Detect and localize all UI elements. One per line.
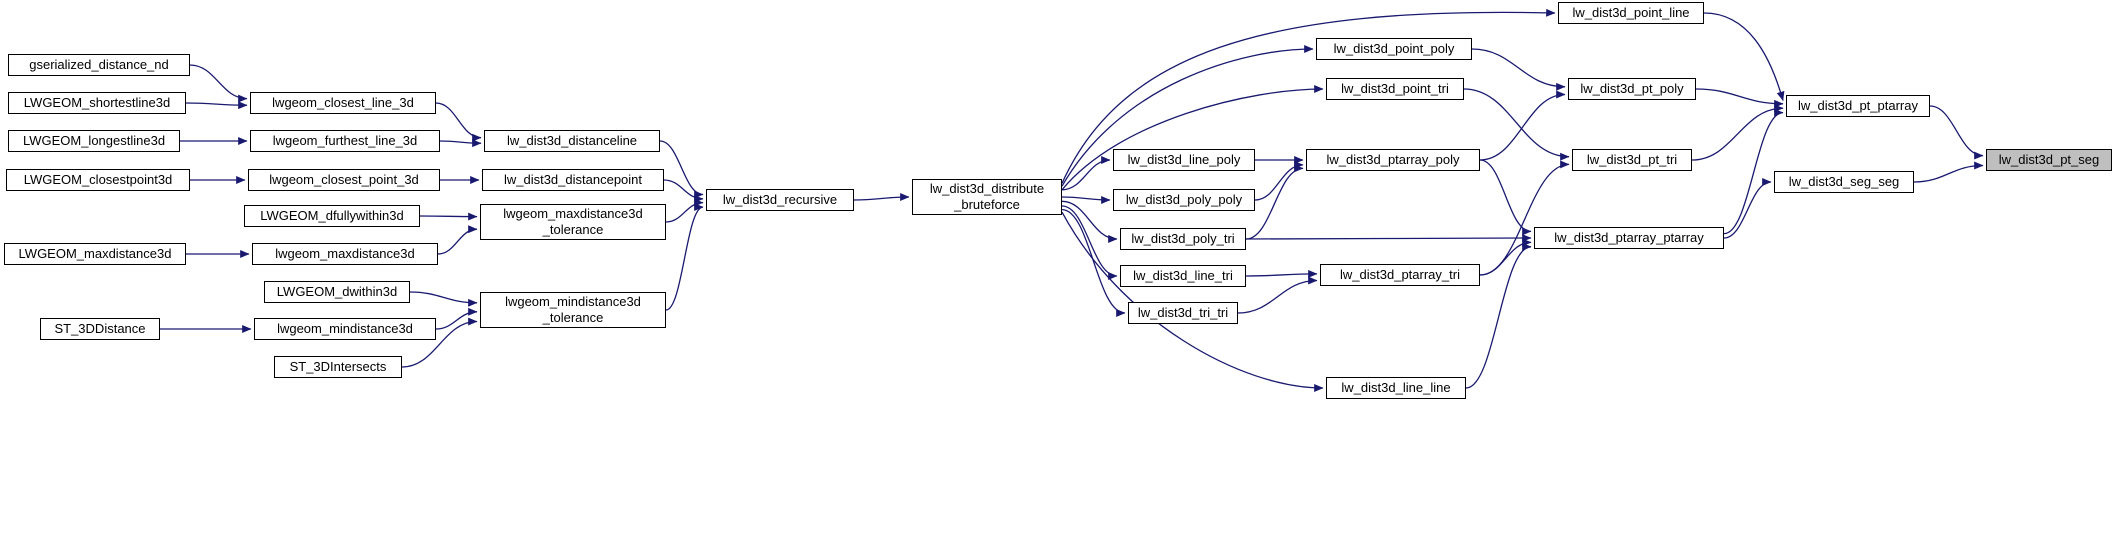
graph-node-LWGEOM_maxdistance3d[interactable]: LWGEOM_maxdistance3d <box>4 243 186 265</box>
edge-lwgeom_mindistance3d_tolerance-to-lw_dist3d_recursive <box>665 203 704 311</box>
edge-lw_dist3d_distanceline-to-lw_dist3d_recursive <box>659 140 704 199</box>
edge-lw_dist3d_distribute_bruteforce-to-lw_dist3d_line_line <box>1061 211 1324 392</box>
edge-lw_dist3d_poly_tri-to-lw_dist3d_ptarray_ptarray <box>1245 234 1532 242</box>
graph-node-LWGEOM_dwithin3d[interactable]: LWGEOM_dwithin3d <box>264 281 410 303</box>
edge-lw_dist3d_distribute_bruteforce-to-lw_dist3d_point_tri <box>1061 85 1324 191</box>
edge-lw_dist3d_ptarray_poly-to-lw_dist3d_pt_poly <box>1479 90 1566 161</box>
edge-lw_dist3d_pt_ptarray-to-lw_dist3d_pt_seg <box>1929 105 1984 160</box>
graph-node-lw_dist3d_tri_tri[interactable]: lw_dist3d_tri_tri <box>1128 302 1238 324</box>
graph-node-lw_dist3d_seg_seg[interactable]: lw_dist3d_seg_seg <box>1774 171 1914 193</box>
edge-lw_dist3d_recursive-to-lw_dist3d_distribute_bruteforce <box>853 193 910 201</box>
graph-node-ST_3DDistance[interactable]: ST_3DDistance <box>40 318 160 340</box>
graph-node-lwgeom_mindistance3d[interactable]: lwgeom_mindistance3d <box>254 318 436 340</box>
graph-node-LWGEOM_closestpoint3d[interactable]: LWGEOM_closestpoint3d <box>6 169 190 191</box>
edge-lw_dist3d_distribute_bruteforce-to-lw_dist3d_poly_poly <box>1061 196 1111 204</box>
graph-node-lw_dist3d_pt_ptarray[interactable]: lw_dist3d_pt_ptarray <box>1786 95 1930 117</box>
edge-lw_dist3d_distribute_bruteforce-to-lw_dist3d_poly_tri <box>1061 200 1118 243</box>
graph-node-lw_dist3d_line_line[interactable]: lw_dist3d_line_line <box>1326 377 1466 399</box>
graph-node-gserialized_distance_nd[interactable]: gserialized_distance_nd <box>8 54 190 76</box>
edge-lw_dist3d_point_poly-to-lw_dist3d_pt_poly <box>1471 48 1566 91</box>
edge-lw_dist3d_distribute_bruteforce-to-lw_dist3d_point_poly <box>1061 45 1314 187</box>
edge-lw_dist3d_pt_tri-to-lw_dist3d_pt_ptarray <box>1691 104 1784 161</box>
graph-node-lw_dist3d_distribute_bruteforce[interactable]: lw_dist3d_distribute _bruteforce <box>912 179 1062 215</box>
edge-lwgeom_maxdistance3d-to-lwgeom_maxdistance3d_tolerance <box>437 225 478 255</box>
graph-node-lwgeom_maxdistance3d_tolerance[interactable]: lwgeom_maxdistance3d _tolerance <box>480 204 666 240</box>
edge-lw_dist3d_ptarray_poly-to-lw_dist3d_ptarray_ptarray <box>1479 159 1532 236</box>
graph-node-lwgeom_maxdistance3d[interactable]: lwgeom_maxdistance3d <box>252 243 438 265</box>
graph-node-lw_dist3d_point_poly[interactable]: lw_dist3d_point_poly <box>1316 38 1472 60</box>
edge-lw_dist3d_tri_tri-to-lw_dist3d_ptarray_tri <box>1237 276 1318 314</box>
edge-lw_dist3d_ptarray_tri-to-lw_dist3d_ptarray_ptarray <box>1479 238 1532 276</box>
edge-lw_dist3d_line_line-to-lw_dist3d_ptarray_ptarray <box>1465 242 1532 389</box>
edge-ST_3DIntersects-to-lwgeom_mindistance3d_tolerance <box>401 317 478 368</box>
edge-lw_dist3d_ptarray_ptarray-to-lw_dist3d_seg_seg <box>1723 178 1772 239</box>
edge-lw_dist3d_distribute_bruteforce-to-lw_dist3d_tri_tri <box>1061 208 1126 317</box>
graph-node-lw_dist3d_recursive[interactable]: lw_dist3d_recursive <box>706 189 854 211</box>
edge-lw_dist3d_distancepoint-to-lw_dist3d_recursive <box>663 179 704 203</box>
edge-lw_dist3d_distribute_bruteforce-to-lw_dist3d_line_poly <box>1061 156 1111 191</box>
graph-node-lw_dist3d_point_tri[interactable]: lw_dist3d_point_tri <box>1326 78 1464 100</box>
edge-lw_dist3d_distribute_bruteforce-to-lw_dist3d_point_line <box>1061 8 1556 184</box>
graph-node-LWGEOM_longestline3d[interactable]: LWGEOM_longestline3d <box>8 130 180 152</box>
graph-node-LWGEOM_dfullywithin3d[interactable]: LWGEOM_dfullywithin3d <box>244 205 420 227</box>
edge-lw_dist3d_point_tri-to-lw_dist3d_pt_tri <box>1463 88 1570 161</box>
graph-node-lw_dist3d_point_line[interactable]: lw_dist3d_point_line <box>1558 2 1704 24</box>
graph-node-lw_dist3d_ptarray_ptarray[interactable]: lw_dist3d_ptarray_ptarray <box>1534 227 1724 249</box>
graph-node-ST_3DIntersects[interactable]: ST_3DIntersects <box>274 356 402 378</box>
edge-lw_dist3d_point_line-to-lw_dist3d_pt_ptarray <box>1703 12 1785 101</box>
graph-node-lw_dist3d_poly_tri[interactable]: lw_dist3d_poly_tri <box>1120 228 1246 250</box>
graph-node-lwgeom_closest_point_3d[interactable]: lwgeom_closest_point_3d <box>248 169 440 191</box>
graph-node-lw_dist3d_ptarray_poly[interactable]: lw_dist3d_ptarray_poly <box>1306 149 1480 171</box>
graph-node-lwgeom_closest_line_3d[interactable]: lwgeom_closest_line_3d <box>250 92 436 114</box>
graph-node-lw_dist3d_pt_poly[interactable]: lw_dist3d_pt_poly <box>1568 78 1696 100</box>
edge-lw_dist3d_seg_seg-to-lw_dist3d_pt_seg <box>1913 161 1984 183</box>
edge-lwgeom_closest_line_3d-to-lw_dist3d_distanceline <box>435 102 482 142</box>
graph-node-LWGEOM_shortestline3d[interactable]: LWGEOM_shortestline3d <box>8 92 186 114</box>
graph-node-lw_dist3d_line_poly[interactable]: lw_dist3d_line_poly <box>1113 149 1255 171</box>
edge-lw_dist3d_line_tri-to-lw_dist3d_ptarray_tri <box>1245 269 1318 278</box>
graph-node-lw_dist3d_pt_seg: lw_dist3d_pt_seg <box>1986 149 2112 171</box>
edge-gserialized_distance_nd-to-lwgeom_closest_line_3d <box>189 64 248 103</box>
graph-node-lwgeom_mindistance3d_tolerance[interactable]: lwgeom_mindistance3d _tolerance <box>480 292 666 328</box>
edge-lw_dist3d_ptarray_ptarray-to-lw_dist3d_pt_ptarray <box>1723 108 1784 235</box>
edge-lw_dist3d_pt_poly-to-lw_dist3d_pt_ptarray <box>1695 88 1784 108</box>
graph-node-lwgeom_furthest_line_3d[interactable]: lwgeom_furthest_line_3d <box>250 130 440 152</box>
graph-node-lw_dist3d_line_tri[interactable]: lw_dist3d_line_tri <box>1120 265 1246 287</box>
edge-lw_dist3d_ptarray_tri-to-lw_dist3d_pt_tri <box>1479 160 1570 276</box>
graph-node-lw_dist3d_poly_poly[interactable]: lw_dist3d_poly_poly <box>1113 189 1255 211</box>
edge-lwgeom_mindistance3d-to-lwgeom_mindistance3d_tolerance <box>435 307 478 330</box>
graph-node-lw_dist3d_distancepoint[interactable]: lw_dist3d_distancepoint <box>482 169 664 191</box>
graph-node-lw_dist3d_ptarray_tri[interactable]: lw_dist3d_ptarray_tri <box>1320 264 1480 286</box>
edge-LWGEOM_shortestline3d-to-lwgeom_closest_line_3d <box>185 101 248 110</box>
graph-node-lw_dist3d_distanceline[interactable]: lw_dist3d_distanceline <box>484 130 660 152</box>
graph-node-lw_dist3d_pt_tri[interactable]: lw_dist3d_pt_tri <box>1572 149 1692 171</box>
edge-LWGEOM_dwithin3d-to-lwgeom_mindistance3d_tolerance <box>409 291 478 307</box>
edge-lw_dist3d_poly_tri-to-lw_dist3d_ptarray_poly <box>1245 164 1304 240</box>
edge-lwgeom_furthest_line_3d-to-lw_dist3d_distanceline <box>439 139 482 148</box>
edge-lw_dist3d_distribute_bruteforce-to-lw_dist3d_line_tri <box>1061 205 1118 280</box>
edge-LWGEOM_dfullywithin3d-to-lwgeom_maxdistance3d_tolerance <box>419 212 478 221</box>
